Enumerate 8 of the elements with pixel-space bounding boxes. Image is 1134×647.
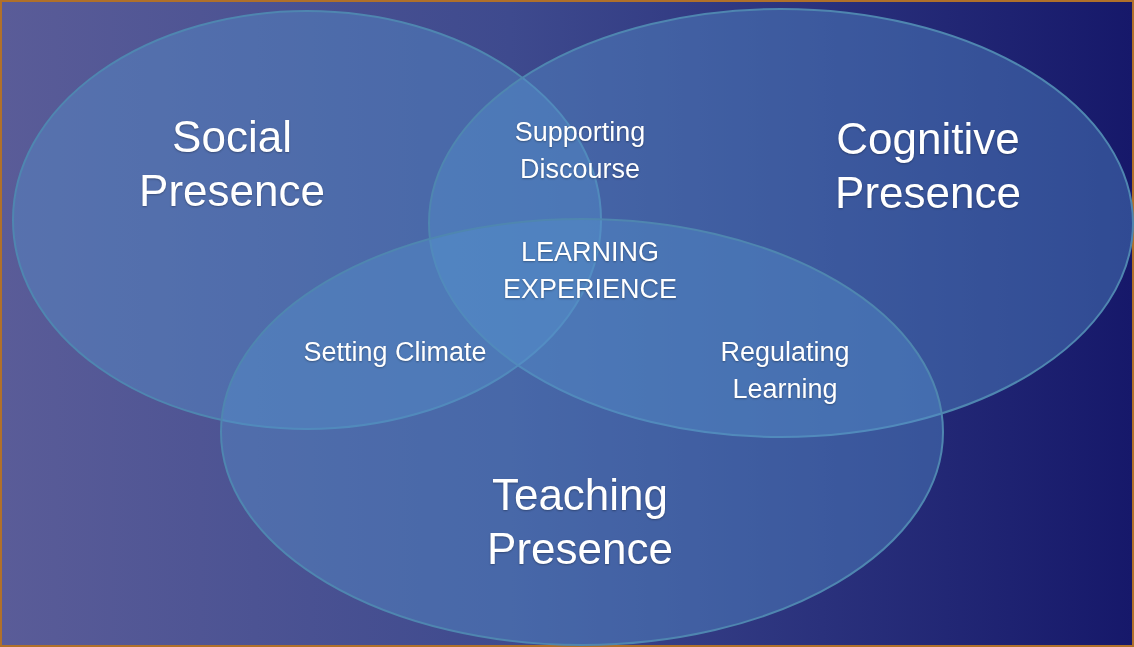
presence-title: Teaching Presence [486,469,674,575]
overlap-label: Regulating Learning [719,336,851,406]
overlap-label: Supporting Discourse [513,116,647,186]
presence-title: Social Presence [138,111,326,217]
overlap-label: Setting Climate [302,336,488,369]
presence-title: Cognitive Presence [834,113,1022,219]
venn-ellipse [220,218,944,646]
overlap-label: LEARNING EXPERIENCE [501,236,679,306]
